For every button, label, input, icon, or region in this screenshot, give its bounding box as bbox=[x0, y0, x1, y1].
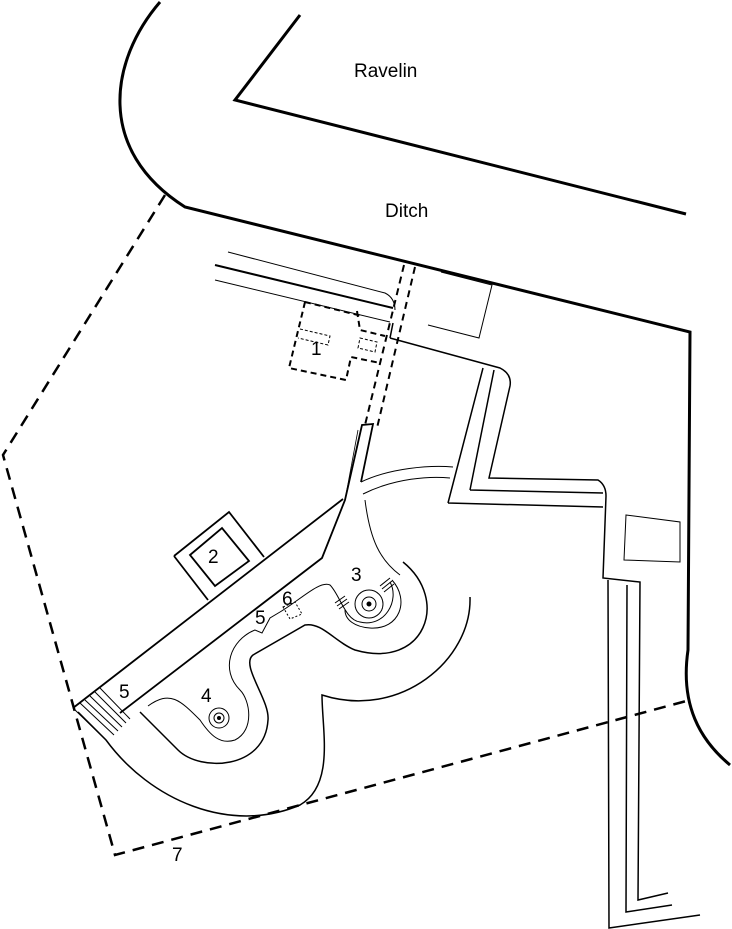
parapet-line bbox=[227, 251, 396, 311]
building-2-inner bbox=[188, 526, 251, 588]
parapet-line bbox=[214, 264, 394, 309]
curved-passage bbox=[360, 465, 454, 576]
label-4: 4 bbox=[201, 686, 212, 707]
well-3 bbox=[354, 589, 384, 619]
walkway bbox=[147, 581, 394, 742]
rampart-stem bbox=[344, 429, 359, 501]
block-top bbox=[427, 271, 493, 339]
boundary-dashed bbox=[1, 194, 691, 857]
bastion-outer bbox=[77, 596, 471, 817]
passage-dashed bbox=[364, 264, 416, 429]
label-6: 6 bbox=[282, 589, 293, 610]
bastion-inner bbox=[139, 561, 428, 765]
well-4 bbox=[208, 707, 230, 729]
parapet-line bbox=[214, 279, 391, 323]
building-6 bbox=[282, 601, 303, 620]
label-2: 2 bbox=[208, 547, 219, 568]
label-3: 3 bbox=[351, 565, 362, 586]
block-right bbox=[623, 514, 681, 563]
label-7: 7 bbox=[172, 845, 183, 866]
rampart-lower bbox=[119, 422, 375, 714]
rampart-upper bbox=[72, 498, 344, 709]
curtain-wall bbox=[389, 322, 669, 901]
building-2-outer bbox=[173, 510, 265, 601]
label-5-center: 5 bbox=[255, 608, 266, 629]
ditch-edge bbox=[118, 1, 731, 767]
building-1-inner bbox=[297, 328, 378, 353]
label-ravelin: Ravelin bbox=[354, 61, 418, 82]
building-1-dashed bbox=[287, 301, 386, 382]
curtain-wall bbox=[447, 367, 701, 929]
well-3-rim bbox=[344, 579, 402, 629]
ravelin-outline bbox=[232, 14, 687, 216]
label-ditch: Ditch bbox=[385, 201, 429, 222]
hatch-3 bbox=[334, 577, 395, 610]
label-5-left: 5 bbox=[119, 682, 130, 703]
label-1: 1 bbox=[311, 339, 322, 360]
